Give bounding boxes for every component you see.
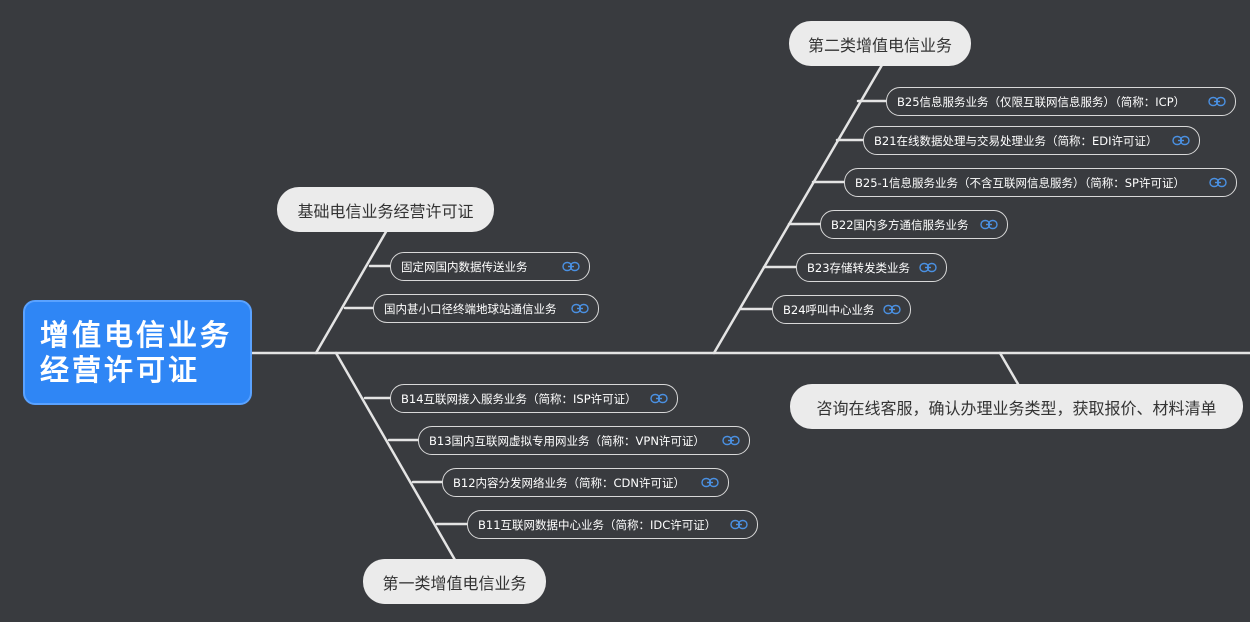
link-icon[interactable] bbox=[1209, 176, 1227, 189]
link-icon[interactable] bbox=[562, 260, 580, 273]
leaf-item[interactable]: B22国内多方通信服务业务 bbox=[820, 210, 1008, 239]
leaf-label: B14互联网接入服务业务（简称：ISP许可证） bbox=[401, 391, 637, 406]
leaf-label: B21在线数据处理与交易处理业务（简称：EDI许可证） bbox=[874, 133, 1158, 148]
root-title-line1: 增值电信业务 bbox=[40, 318, 233, 352]
leaf-item[interactable]: B12内容分发网络业务（简称：CDN许可证） bbox=[442, 468, 729, 497]
leaf-label: 固定网国内数据传送业务 bbox=[401, 259, 528, 274]
leaf-label: B25信息服务业务（仅限互联网信息服务）（简称：ICP） bbox=[897, 94, 1186, 109]
leaf-label: B11互联网数据中心业务（简称：IDC许可证） bbox=[478, 517, 717, 532]
link-icon[interactable] bbox=[1172, 134, 1190, 147]
category-basic[interactable]: 基础电信业务经营许可证 bbox=[277, 187, 494, 232]
branch-basic bbox=[314, 228, 389, 355]
branch-first bbox=[334, 351, 457, 562]
root-node[interactable]: 增值电信业务 经营许可证 bbox=[23, 300, 252, 405]
leaf-item[interactable]: B21在线数据处理与交易处理业务（简称：EDI许可证） bbox=[863, 126, 1200, 155]
leaf-label: 国内甚小口径终端地球站通信业务 bbox=[384, 301, 557, 316]
leaf-item[interactable]: 固定网国内数据传送业务 bbox=[390, 252, 590, 281]
leaf-label: B13国内互联网虚拟专用网业务（简称：VPN许可证） bbox=[429, 433, 705, 448]
link-icon[interactable] bbox=[701, 476, 719, 489]
branch-second bbox=[712, 63, 884, 355]
category-second[interactable]: 第二类增值电信业务 bbox=[789, 21, 971, 66]
leaf-label: B12内容分发网络业务（简称：CDN许可证） bbox=[453, 475, 686, 490]
link-icon[interactable] bbox=[650, 392, 668, 405]
link-icon[interactable] bbox=[1208, 95, 1226, 108]
root-title-line2: 经营许可证 bbox=[40, 353, 201, 387]
leaf-item[interactable]: B14互联网接入服务业务（简称：ISP许可证） bbox=[390, 384, 678, 413]
leaf-item[interactable]: B23存储转发类业务 bbox=[796, 253, 947, 282]
leaf-label: B22国内多方通信服务业务 bbox=[831, 217, 969, 232]
leaf-item[interactable]: B25-1信息服务业务（不含互联网信息服务）（简称：SP许可证） bbox=[844, 168, 1237, 197]
link-icon[interactable] bbox=[571, 302, 589, 315]
leaf-label: B23存储转发类业务 bbox=[807, 260, 911, 275]
link-icon[interactable] bbox=[730, 518, 748, 531]
leaf-label: B25-1信息服务业务（不含互联网信息服务）（简称：SP许可证） bbox=[855, 175, 1185, 190]
link-icon[interactable] bbox=[980, 218, 998, 231]
link-icon[interactable] bbox=[883, 303, 901, 316]
link-icon[interactable] bbox=[722, 434, 740, 447]
leaf-item[interactable]: B13国内互联网虚拟专用网业务（简称：VPN许可证） bbox=[418, 426, 750, 455]
leaf-item[interactable]: B11互联网数据中心业务（简称：IDC许可证） bbox=[467, 510, 758, 539]
category-first[interactable]: 第一类增值电信业务 bbox=[363, 559, 546, 604]
consult-node[interactable]: 咨询在线客服，确认办理业务类型，获取报价、材料清单 bbox=[790, 384, 1243, 429]
branch-consult bbox=[998, 351, 1020, 386]
leaf-item[interactable]: B24呼叫中心业务 bbox=[772, 295, 911, 324]
link-icon[interactable] bbox=[919, 261, 937, 274]
leaf-item[interactable]: 国内甚小口径终端地球站通信业务 bbox=[373, 294, 599, 323]
leaf-label: B24呼叫中心业务 bbox=[783, 302, 875, 317]
leaf-item[interactable]: B25信息服务业务（仅限互联网信息服务）（简称：ICP） bbox=[886, 87, 1236, 116]
